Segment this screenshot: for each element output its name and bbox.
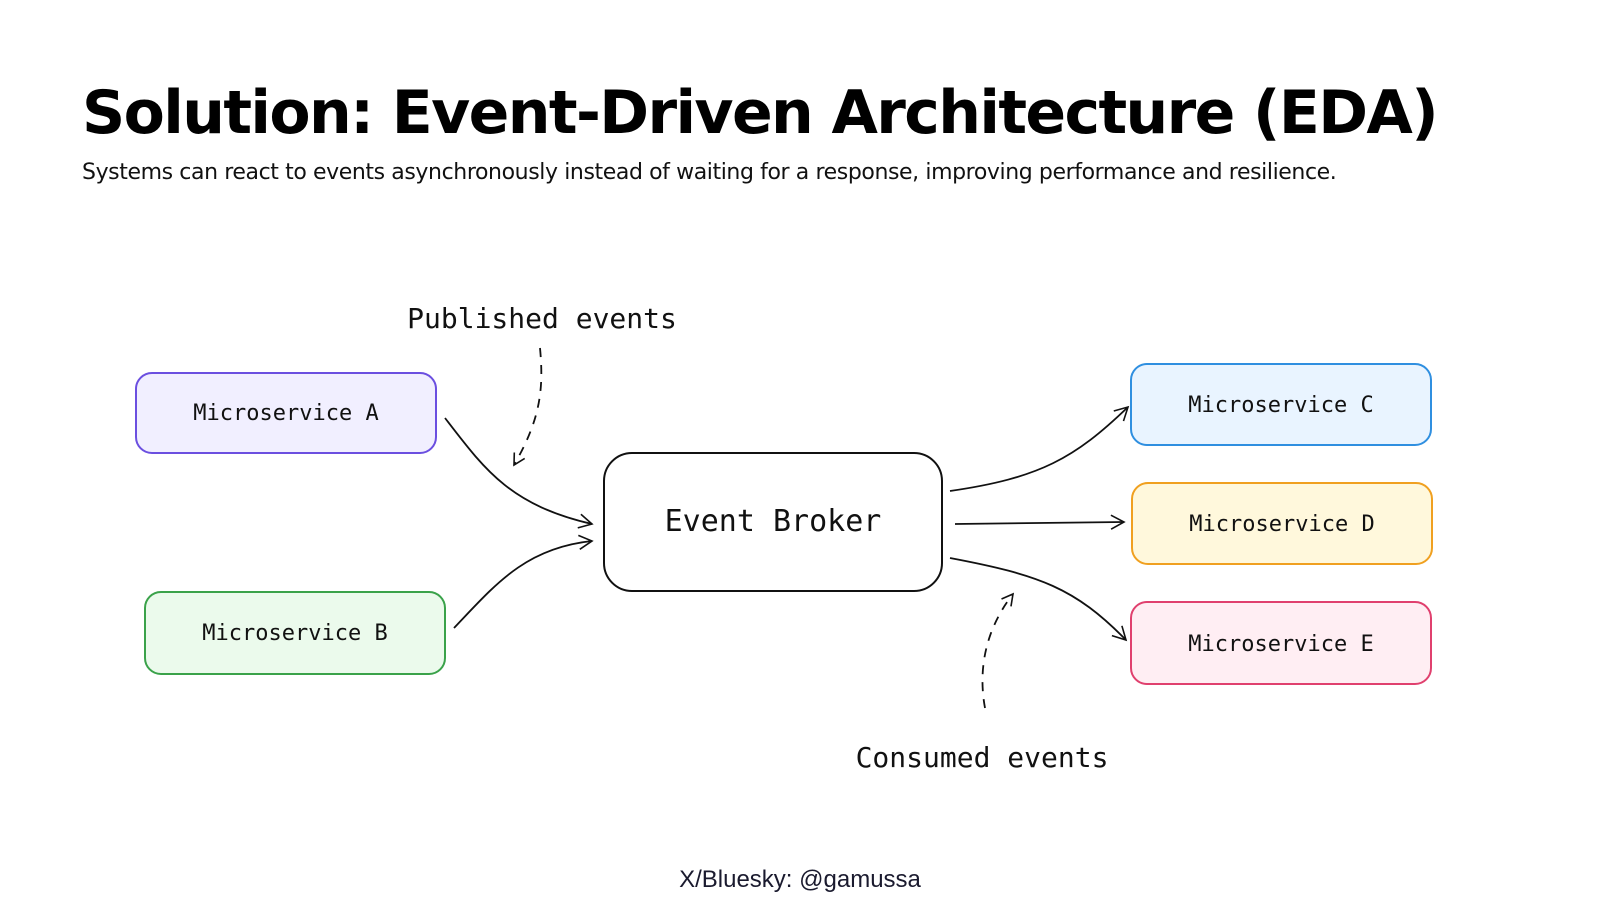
edge-b-to-broker xyxy=(453,534,594,629)
node-microservice-a-label: Microservice A xyxy=(193,401,378,426)
edge-broker-to-d xyxy=(954,514,1126,530)
node-microservice-d-box xyxy=(1131,482,1433,565)
page-subtitle: Systems can react to events asynchronous… xyxy=(82,160,1337,185)
node-microservice-e-label: Microservice E xyxy=(1188,632,1373,657)
annotation-consumed-pointer xyxy=(981,592,1015,709)
node-microservice-e: Microservice E xyxy=(1130,601,1432,685)
edge-broker-to-e xyxy=(949,557,1128,642)
node-microservice-b-label: Microservice B xyxy=(202,621,387,646)
annotation-consumed-events: Consumed events xyxy=(856,741,1109,774)
edge-broker-to-c xyxy=(949,405,1130,492)
edge-a-to-broker xyxy=(444,417,594,529)
annotation-published-pointer xyxy=(513,347,543,467)
node-microservice-a: Microservice A xyxy=(135,372,437,454)
node-microservice-b: Microservice B xyxy=(144,591,446,675)
node-microservice-b-box xyxy=(144,591,446,675)
node-microservice-d: Microservice D xyxy=(1131,482,1433,565)
annotation-published-events: Published events xyxy=(407,302,677,335)
node-microservice-d-label: Microservice D xyxy=(1189,512,1374,537)
node-event-broker-box xyxy=(603,452,943,592)
node-microservice-c-box xyxy=(1130,363,1432,446)
node-event-broker: Event Broker xyxy=(603,452,943,592)
page-title: Solution: Event-Driven Architecture (EDA… xyxy=(82,78,1439,148)
node-microservice-e-box xyxy=(1130,601,1432,685)
node-microservice-c: Microservice C xyxy=(1130,363,1432,446)
node-microservice-a-box xyxy=(135,372,437,454)
node-microservice-c-label: Microservice C xyxy=(1188,393,1373,418)
footer-credit: X/Bluesky: @gamussa xyxy=(679,866,921,893)
node-event-broker-label: Event Broker xyxy=(665,504,882,539)
